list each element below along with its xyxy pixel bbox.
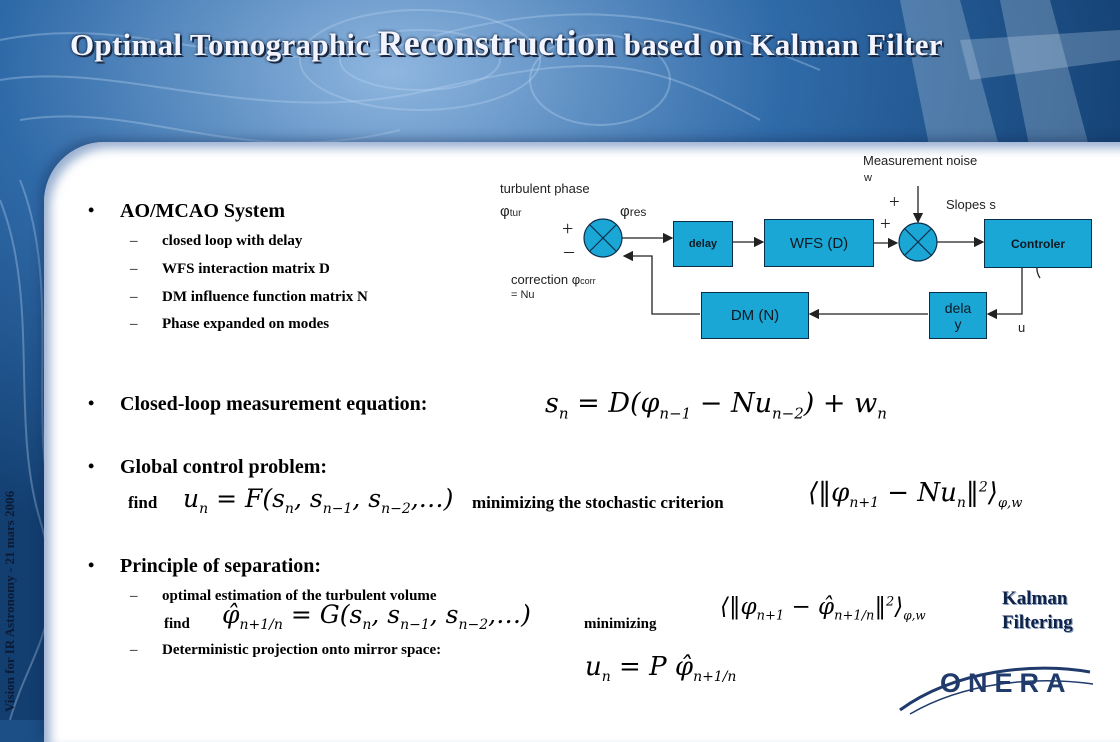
controller-block: Controler <box>984 219 1092 268</box>
projection-equation: un = P φ̂n+1/n <box>585 652 737 686</box>
estimation-equation: φ̂n+1/n = G(sn, sn−1, sn−2,…) <box>218 600 535 633</box>
measurement-noise-label: Measurement noise <box>863 153 978 168</box>
estimation-criterion: ⟨‖φn+1 − φ̂n+1/n‖2⟩φ,w <box>720 594 926 624</box>
heading-global-control: Global control problem: <box>120 456 328 478</box>
control-equation: un = F(sn, sn−1, sn−2,…) <box>183 484 454 517</box>
plus-sign-noise: + <box>889 192 900 213</box>
measurement-equation: sn = D(φn−1 − Nun−2) + wn <box>545 388 887 423</box>
minimizing-criterion-label: minimizing the stochastic criterion <box>472 493 724 512</box>
stochastic-criterion: ⟨‖φn+1 − Nun‖2⟩φ,w <box>808 478 1023 512</box>
phi-res-label: φres <box>620 203 647 220</box>
dash-marker: – <box>130 289 138 305</box>
ao-loop-diagram <box>583 186 1041 320</box>
bullet-marker: • <box>88 555 95 575</box>
bullet-marker: • <box>88 456 95 476</box>
ao-item-wfs-matrix: WFS interaction matrix D <box>162 261 330 277</box>
summing-junction-2 <box>898 222 938 262</box>
heading-ao-system: AO/MCAO System <box>120 200 285 222</box>
onera-logo-swoosh <box>899 666 1094 715</box>
ao-item-phase-modes: Phase expanded on modes <box>162 316 330 332</box>
plus-sign: + <box>562 218 574 240</box>
dash-marker: – <box>130 316 138 332</box>
slopes-label: Slopes s <box>946 197 996 212</box>
wfs-block: WFS (D) <box>764 219 874 267</box>
heading-separation: Principle of separation: <box>120 555 322 577</box>
onera-logo: ONERA <box>940 668 1073 698</box>
ao-item-closed-loop: closed loop with delay <box>162 233 303 249</box>
heading-closed-loop: Closed-loop measurement equation: <box>120 393 428 415</box>
noise-w-label: w <box>864 172 872 184</box>
dm-block: DM (N) <box>701 292 809 339</box>
bullet-marker: • <box>88 393 95 413</box>
plus-sign-wfs: + <box>880 214 891 235</box>
minus-sign: – <box>564 240 574 262</box>
correction-label: correction φcorr <box>511 272 596 287</box>
sep-minimizing-label: minimizing <box>584 616 657 632</box>
summing-junction-1 <box>583 218 623 258</box>
turbulent-phase-label: turbulent phase <box>500 181 590 196</box>
sep-item-projection: Deterministic projection onto mirror spa… <box>162 642 442 658</box>
u-label: u <box>1018 320 1026 335</box>
slide-title: Optimal Tomographic Reconstruction based… <box>70 23 943 63</box>
sep-find-label: find <box>164 616 190 632</box>
delay-block: delay <box>673 221 733 267</box>
phi-tur-label: φtur <box>500 203 522 220</box>
dash-marker: – <box>130 588 138 604</box>
find-label: find <box>128 493 158 512</box>
dash-marker: – <box>130 261 138 277</box>
nu-label: = Nu <box>511 289 535 301</box>
ao-item-dm-matrix: DM influence function matrix N <box>162 289 368 305</box>
dash-marker: – <box>130 233 138 249</box>
bullet-marker: • <box>88 200 95 220</box>
dash-marker: – <box>130 642 138 658</box>
